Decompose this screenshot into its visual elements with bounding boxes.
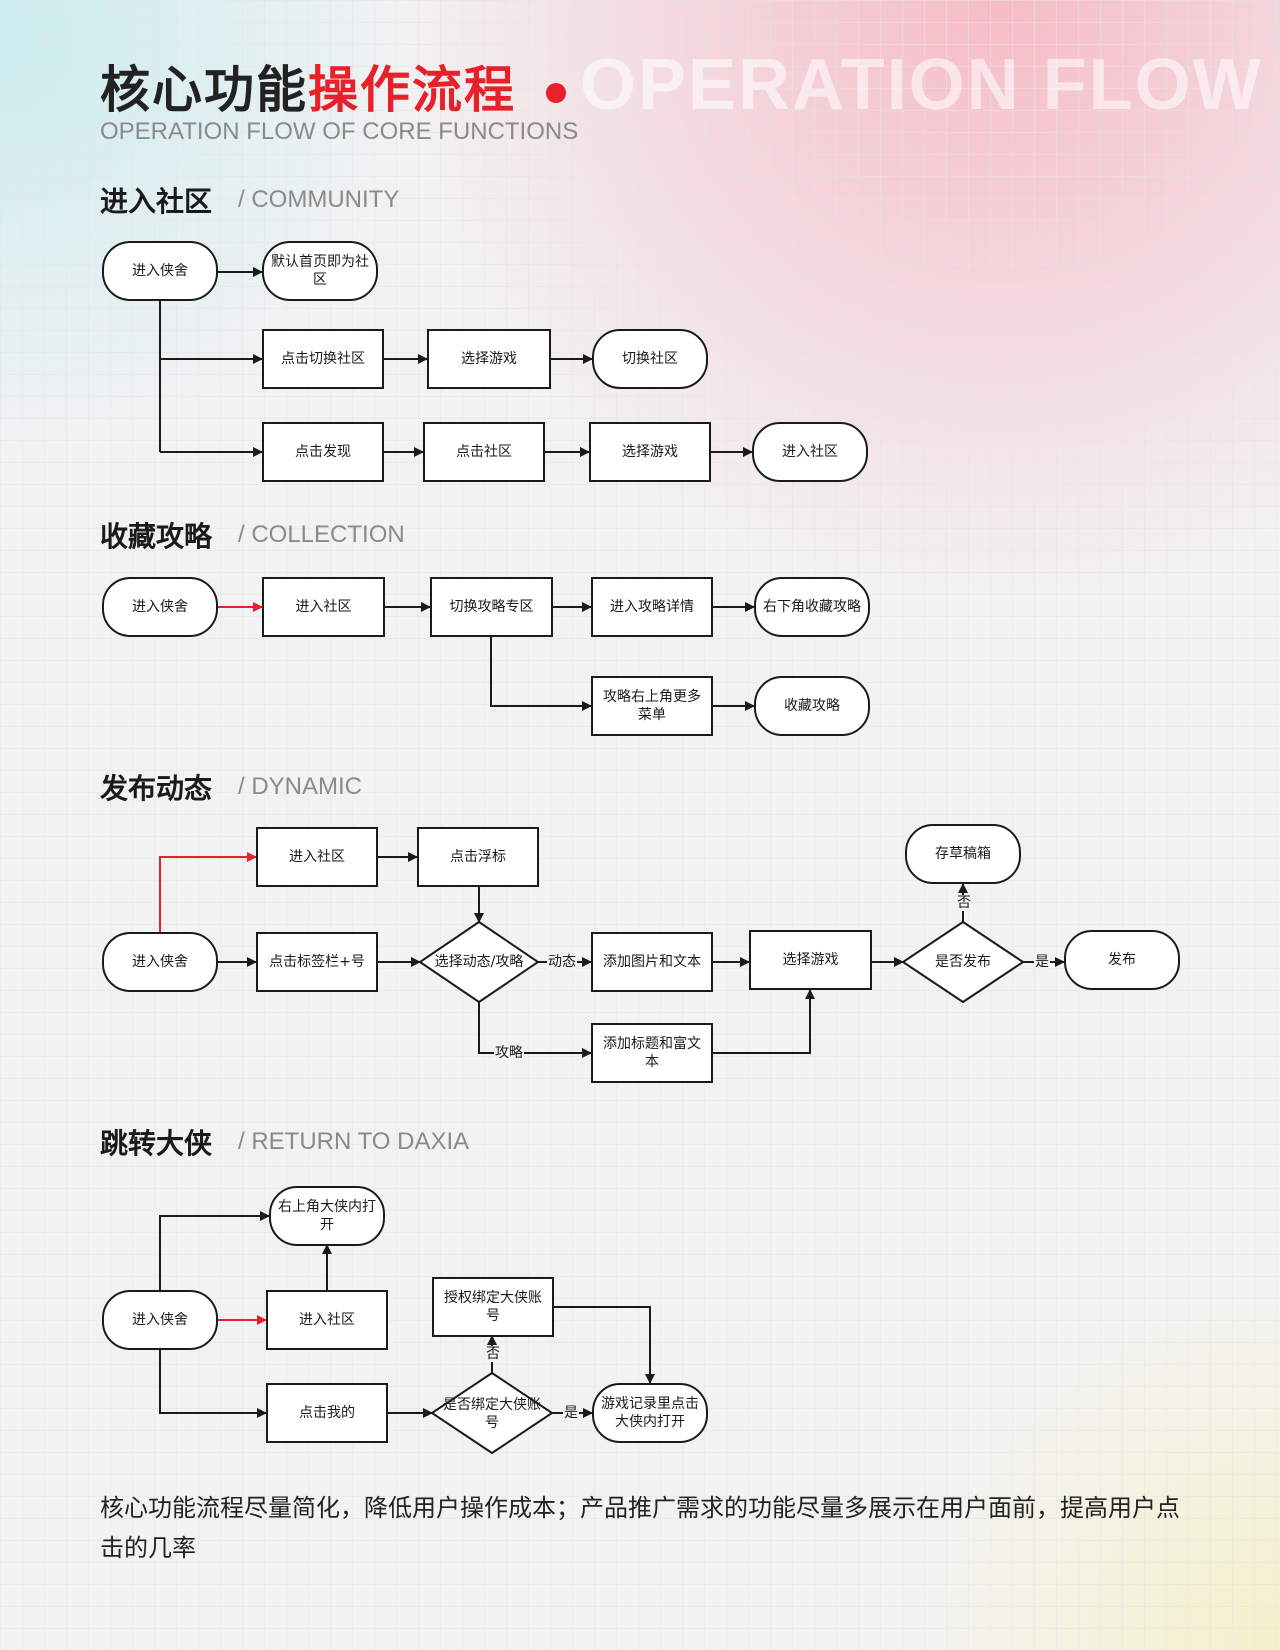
edge-d-addtitle-game (713, 989, 815, 1054)
node-x-enter: 进入社区 (266, 1290, 388, 1350)
edge-d-choose-addtitle (478, 1002, 592, 1058)
node-k-save: 收藏攻略 (754, 676, 870, 736)
node-d-enter: 进入社区 (256, 827, 378, 887)
section-subtitle-collection: / COLLECTION (238, 521, 405, 548)
section-subtitle-daxia: / RETURN TO DAXIA (238, 1128, 470, 1155)
node-c-start: 进入侠舍 (102, 241, 218, 301)
node-x-mine: 点击我的 (266, 1383, 388, 1443)
node-d-draft: 存草稿箱 (905, 824, 1021, 884)
diamond-x-boundq (430, 1371, 554, 1455)
page-title-red: 操作流程 (308, 61, 516, 119)
node-d-addimg: 添加图片和文本 (591, 932, 713, 992)
edge-label-dynamic: 动态 (547, 954, 577, 970)
edge-label-no-2: 否 (485, 1346, 501, 1362)
edge-label-yes-1: 是 (1034, 954, 1050, 970)
header-watermark: OPERATION FLOW (580, 45, 1263, 125)
diamond-d-publishq (901, 920, 1025, 1004)
section-title-collection: 收藏攻略 (100, 520, 213, 553)
edge-label-guide: 攻略 (494, 1045, 524, 1061)
node-d-choose-label: 选择动态/攻略 (434, 954, 524, 970)
edge-x-start-topright (159, 1211, 270, 1290)
edge-x-auth-record (554, 1306, 655, 1384)
node-c-switch: 切换社区 (592, 329, 708, 389)
node-x-record: 游戏记录里点击大侠内打开 (592, 1383, 708, 1443)
node-c-select-game-1: 选择游戏 (427, 329, 551, 389)
page-title-black: 核心功能 (100, 61, 308, 119)
node-k-enter: 进入社区 (262, 577, 385, 637)
summary-text: 核心功能流程尽量简化，降低用户操作成本；产品推广需求的功能尽量多展示在用户面前，… (100, 1494, 1180, 1562)
edge-label-yes-2: 是 (563, 1405, 579, 1421)
section-title-community: 进入社区 (100, 185, 213, 218)
node-d-float: 点击浮标 (417, 827, 539, 887)
page-title: 核心功能操作流程 (100, 50, 516, 122)
edge-k-switch-menu (490, 635, 592, 711)
node-d-publish: 发布 (1064, 930, 1180, 990)
node-d-game: 选择游戏 (749, 930, 872, 990)
node-c-click-switch: 点击切换社区 (262, 329, 384, 389)
node-c-default: 默认首页即为社区 (262, 241, 378, 301)
title-dot-icon (546, 83, 566, 103)
edge-label-no-1: 否 (956, 895, 972, 911)
diamond-d-choose (418, 920, 540, 1004)
node-k-detail: 进入攻略详情 (591, 577, 713, 637)
section-title-daxia: 跳转大侠 (100, 1127, 213, 1160)
node-c-click-community: 点击社区 (423, 422, 545, 482)
section-subtitle-dynamic: / DYNAMIC (238, 773, 363, 800)
node-c-select-game-2: 选择游戏 (589, 422, 711, 482)
node-x-auth: 授权绑定大侠账号 (432, 1277, 554, 1337)
node-x-topright: 右上角大侠内打开 (269, 1186, 385, 1246)
node-k-switch: 切换攻略专区 (430, 577, 553, 637)
node-d-addtitle: 添加标题和富文本 (591, 1023, 713, 1083)
section-subtitle-community: / COMMUNITY (238, 186, 400, 213)
edge-d-start-enter (159, 852, 257, 932)
section-title-dynamic: 发布动态 (100, 772, 213, 805)
node-k-corner: 右下角收藏攻略 (754, 577, 870, 637)
node-d-tab: 点击标签栏+号 (256, 932, 378, 992)
node-x-boundq-label: 是否绑定大侠账号 (443, 1397, 541, 1431)
edge-x-start-mine (159, 1350, 267, 1418)
page-subtitle: OPERATION FLOW OF CORE FUNCTIONS (100, 118, 579, 145)
node-k-start: 进入侠舍 (102, 577, 218, 637)
node-c-click-discover: 点击发现 (262, 422, 384, 482)
node-d-publishq-label: 是否发布 (935, 954, 991, 970)
node-d-start: 进入侠舍 (102, 932, 218, 992)
node-k-menu: 攻略右上角更多菜单 (591, 676, 713, 736)
node-c-enter: 进入社区 (752, 422, 868, 482)
node-x-start: 进入侠舍 (102, 1290, 218, 1350)
